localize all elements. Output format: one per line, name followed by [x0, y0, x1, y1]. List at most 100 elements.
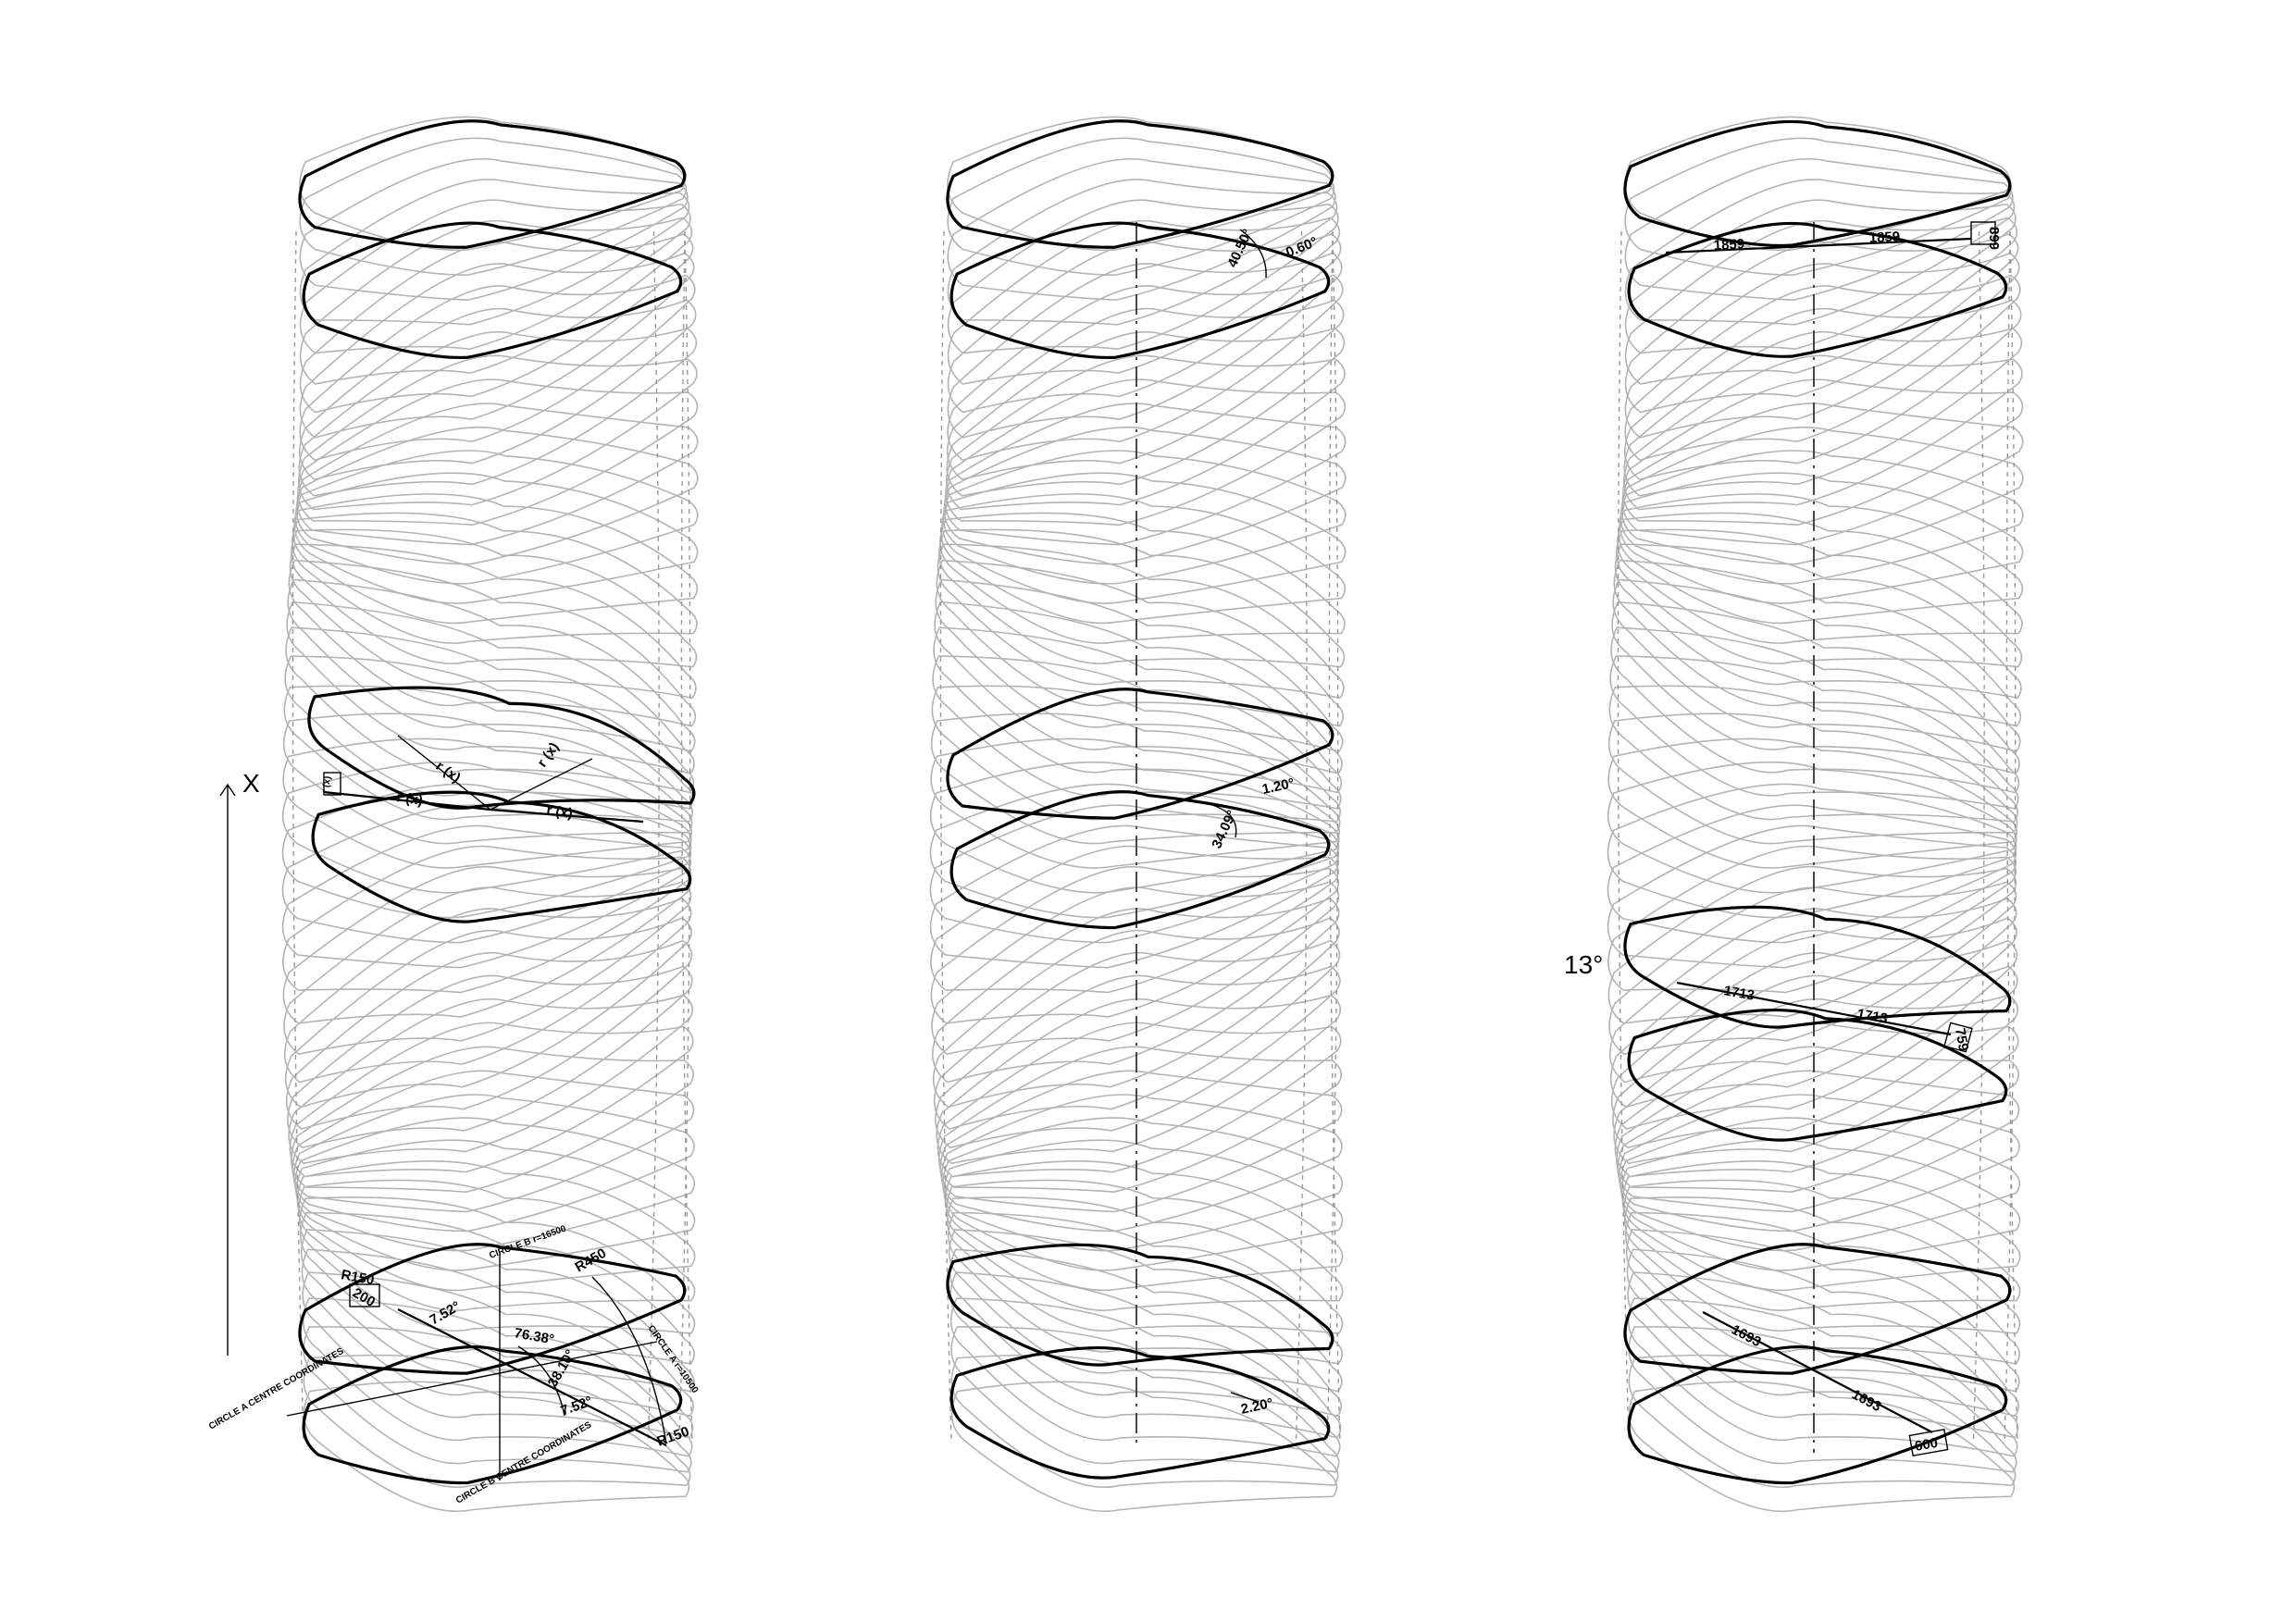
floor-plate — [929, 824, 1340, 969]
circle-b-centre-label: CIRCLE B CENTRE COORDINATES — [454, 1419, 593, 1505]
key-floor-plate — [1623, 1243, 2012, 1375]
floor-plate — [950, 1354, 1339, 1489]
floor-plate — [292, 1070, 695, 1213]
circle-a-label: CIRCLE A r=10500 — [646, 1323, 701, 1395]
floor-plate — [943, 1139, 1344, 1271]
floor-plate — [1624, 179, 2016, 326]
floor-plate — [937, 543, 1345, 700]
floor-plate — [1622, 378, 2024, 527]
key-floor-plate — [946, 688, 1334, 820]
floor-plate — [282, 845, 692, 994]
facade-edge-line — [1617, 230, 1630, 1444]
floor-plate — [947, 299, 1345, 480]
floor-plate — [302, 1297, 693, 1457]
floor-plate — [299, 299, 697, 480]
floor-plate — [947, 199, 1339, 354]
floor-plate — [297, 1179, 696, 1311]
floor-plate — [1620, 1139, 2021, 1271]
tower-1-edge-lines — [292, 230, 693, 1444]
tower-2-edge-lines — [939, 230, 1341, 1444]
angle-label: 2.20° — [1239, 1395, 1274, 1418]
floor-plate — [1620, 427, 2024, 565]
floor-plate — [1607, 804, 2017, 944]
floor-plate — [1628, 1381, 2016, 1513]
floor-plate — [294, 1117, 696, 1252]
radius-label: R150 — [655, 1424, 692, 1450]
floor-plate — [282, 865, 692, 1024]
key-floor-plate — [1627, 1008, 2008, 1142]
tower-3-stacked-floors — [1607, 116, 2024, 1513]
key-floor-plate — [1623, 905, 2012, 1029]
dimension-label: 899 — [1986, 227, 2002, 250]
facade-edge-line — [1326, 230, 1339, 1444]
floor-plate — [1618, 493, 2024, 625]
tower-1-key-floors — [298, 119, 696, 1485]
floor-plate — [936, 559, 1345, 727]
dimension-label: 1713 — [1722, 983, 1756, 1004]
angle-label: 0.60° — [1284, 234, 1320, 261]
floor-plate — [285, 626, 695, 794]
angle-label: 76.38° — [513, 1325, 555, 1347]
floor-plate — [288, 559, 697, 727]
floor-plate — [1608, 685, 2018, 823]
tower-3-dimensions — [1665, 221, 1996, 1456]
floor-plate — [1620, 1117, 2021, 1252]
floor-plate — [281, 761, 692, 894]
floor-plate — [303, 1381, 690, 1513]
angle-label: 7.52° — [559, 1394, 595, 1419]
angle-label: 38.10° — [545, 1347, 578, 1390]
floor-plate — [287, 578, 696, 752]
floor-plate — [945, 378, 1347, 527]
floor-plate — [1607, 737, 2018, 869]
facade-edge-line — [680, 230, 693, 1444]
floor-plate — [1618, 1094, 2020, 1233]
tower-2-key-floors — [946, 119, 1334, 1480]
floor-plate — [295, 427, 699, 565]
floor-plate — [950, 1381, 1338, 1513]
floor-plate — [1607, 845, 2017, 994]
floor-plate — [1613, 559, 2022, 727]
key-floor-plate — [298, 1243, 687, 1375]
floor-plate — [944, 403, 1347, 546]
tower-2-dimensions — [1211, 229, 1267, 1403]
floor-plate — [939, 1070, 1343, 1213]
floor-plate — [1628, 1326, 2017, 1473]
tower-3: 1859 1859 899 1713 1713 759 1693 1693 60… — [1564, 116, 2024, 1513]
floor-plate — [1626, 1248, 2020, 1418]
floor-plate — [940, 1094, 1343, 1233]
dimension-label: 1859 — [1713, 236, 1744, 254]
floor-plate — [1623, 328, 2023, 497]
floor-plate — [932, 917, 1340, 1109]
key-floor-plate — [307, 686, 696, 810]
floor-plate — [1609, 917, 2017, 1109]
facade-edge-line — [678, 230, 691, 1444]
floor-plate — [295, 1139, 696, 1271]
floor-plate — [930, 737, 1341, 869]
floor-plate — [947, 217, 1341, 385]
floor-plate — [930, 845, 1340, 994]
floor-plate — [1624, 252, 2020, 439]
x-axis-label: X — [242, 769, 260, 798]
floor-plate — [929, 761, 1340, 894]
floor-plate — [1607, 783, 2017, 919]
radius-label: r (x) — [320, 775, 333, 795]
floor-plate — [949, 1248, 1343, 1418]
floor-plate — [935, 578, 1344, 752]
key-floor-plate — [946, 1243, 1334, 1367]
floor-plate — [297, 378, 699, 527]
floor-plate — [299, 137, 688, 276]
facade-edge-line — [1295, 230, 1308, 1444]
key-floor-plate — [1623, 119, 2012, 247]
floor-plate — [947, 116, 1334, 252]
angle-label: 7.52° — [428, 1298, 464, 1328]
tower-3-edge-lines — [1617, 230, 2018, 1444]
floor-plate — [929, 783, 1340, 919]
floor-plate — [940, 493, 1347, 625]
dimension-label: 1693 — [1849, 1387, 1883, 1416]
tower-2-stacked-floors — [929, 116, 1347, 1513]
floor-plate — [1624, 217, 2018, 385]
facade-edge-line — [2004, 230, 2017, 1444]
floor-plate — [292, 493, 699, 625]
floor-plate — [296, 403, 699, 546]
